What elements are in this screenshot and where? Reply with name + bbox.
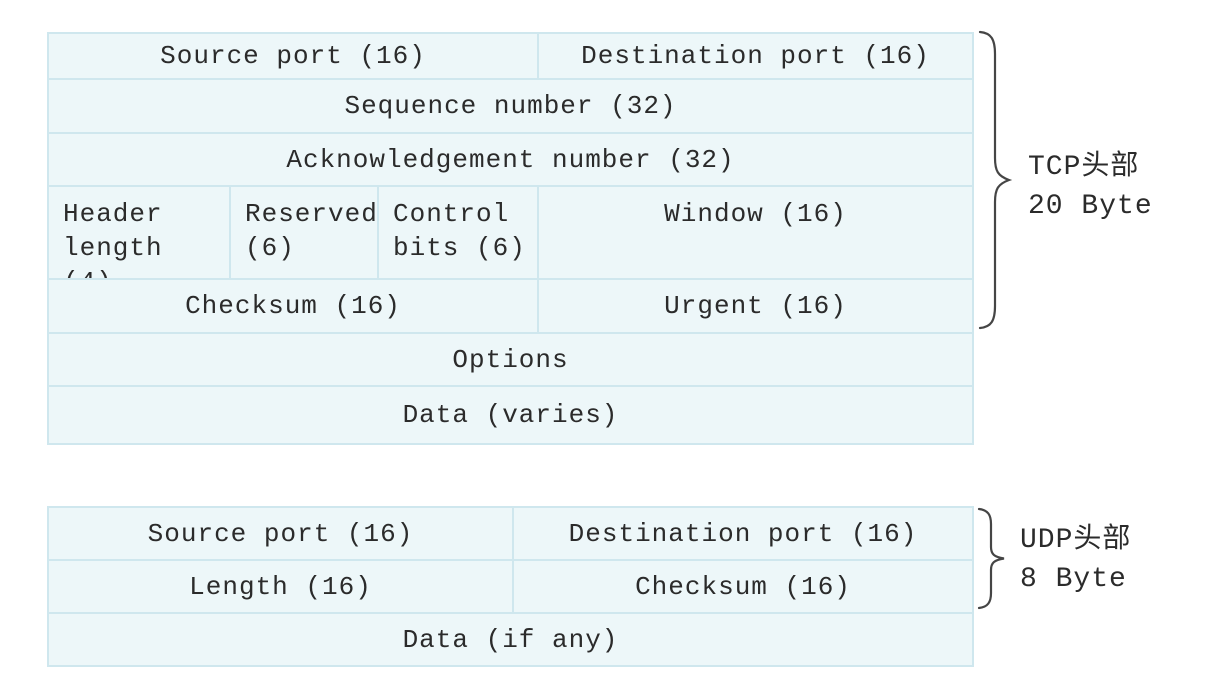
udp-cell-destination-port: Destination port (16) [512, 506, 972, 559]
udp-cell-checksum: Checksum (16) [512, 559, 972, 612]
tcp-cell-options: Options [47, 332, 972, 385]
tcp-cell-acknowledgement-number: Acknowledgement number (32) [47, 132, 972, 185]
tcp-cell-data: Data (varies) [47, 385, 972, 443]
udp-brace-label: UDP头部 8 Byte [1020, 521, 1131, 599]
tcp-cell-source-port: Source port (16) [47, 32, 537, 78]
tcp-cell-window: Window (16) [537, 185, 972, 278]
tcp-brace-icon [978, 30, 1013, 330]
udp-header-table: Source port (16) Destination port (16) L… [47, 506, 974, 667]
udp-cell-data: Data (if any) [47, 612, 972, 665]
tcp-cell-checksum: Checksum (16) [47, 278, 537, 332]
tcp-cell-sequence-number: Sequence number (32) [47, 78, 972, 132]
udp-cell-source-port: Source port (16) [47, 506, 512, 559]
tcp-label-name: TCP头部 [1028, 152, 1140, 183]
tcp-cell-header-length: Header length (4) [47, 185, 229, 297]
udp-label-name: UDP头部 [1020, 525, 1132, 556]
tcp-cell-urgent: Urgent (16) [537, 278, 972, 332]
udp-brace-icon [977, 507, 1005, 610]
udp-cell-length: Length (16) [47, 559, 512, 612]
tcp-label-size: 20 Byte [1028, 191, 1153, 222]
udp-label-size: 8 Byte [1020, 564, 1127, 595]
tcp-cell-reserved: Reserved (6) [229, 185, 377, 278]
tcp-cell-control-bits: Control bits (6) [377, 185, 537, 278]
tcp-header-table: Source port (16) Destination port (16) S… [47, 32, 974, 445]
tcp-cell-destination-port: Destination port (16) [537, 32, 972, 78]
tcp-brace-label: TCP头部 20 Byte [1028, 148, 1153, 226]
